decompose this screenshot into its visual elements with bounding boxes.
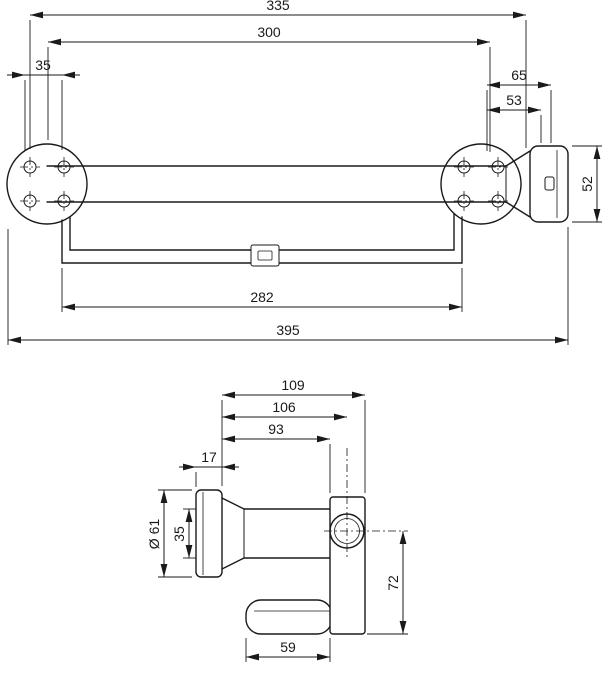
dim-53-cone-length: 53 <box>487 92 542 143</box>
left-flange-screw-holes <box>20 157 74 211</box>
towel-rail <box>61 213 463 267</box>
dim-106-label: 106 <box>272 399 296 415</box>
dim-106-depth-bar-center: 106 <box>222 399 347 421</box>
dim-282-label: 282 <box>250 289 274 305</box>
dim-35-side-label: 35 <box>171 526 187 542</box>
right-flange-screw-holes <box>454 157 508 211</box>
dim-35-flange-offset: 35 <box>7 57 80 150</box>
dim-61-label: Ø 61 <box>146 519 162 550</box>
dim-61-plate-diameter: Ø 61 <box>146 489 192 578</box>
dim-395-overall-width: 395 <box>7 227 569 345</box>
dim-300-label: 300 <box>257 24 281 40</box>
wall-plate-side <box>195 489 223 578</box>
dim-109-label: 109 <box>281 377 305 393</box>
front-view: 335 300 35 65 53 <box>6 0 602 345</box>
dim-17-label: 17 <box>201 449 217 465</box>
wall-plate <box>529 145 569 223</box>
support-arm <box>243 508 331 559</box>
cone-adapter-side <box>221 497 245 570</box>
dim-395-label: 395 <box>276 322 300 338</box>
dim-65-label: 65 <box>511 67 527 83</box>
cone-adapter <box>505 150 531 218</box>
dim-109-depth-outer: 109 <box>222 377 366 493</box>
dim-300-hole-spacing: 300 <box>47 24 491 152</box>
dim-335-label: 335 <box>266 0 290 13</box>
dim-93-depth-inner: 93 <box>222 421 331 493</box>
dim-282-rail-width: 282 <box>61 268 463 312</box>
dim-59-label: 59 <box>280 639 296 655</box>
dim-35-arm-height: 35 <box>171 508 196 559</box>
dim-52-plate-height: 52 <box>572 145 602 223</box>
grab-bar <box>46 165 507 203</box>
dim-72-drop-height: 72 <box>367 531 408 635</box>
side-view: 109 106 93 17 Ø 61 <box>146 377 408 662</box>
dim-35-label: 35 <box>35 57 51 73</box>
right-flange <box>440 143 522 225</box>
dim-65-wall-offset: 65 <box>486 67 552 151</box>
dim-53-label: 53 <box>506 92 522 108</box>
dim-59-rail-depth: 59 <box>245 638 331 662</box>
dim-72-label: 72 <box>385 575 401 591</box>
dim-93-label: 93 <box>268 421 284 437</box>
logo-plaque <box>250 244 280 267</box>
left-flange <box>6 143 88 225</box>
towel-rail-side <box>245 599 333 635</box>
dim-17-plate-thickness: 17 <box>179 449 239 487</box>
dim-335-mounting-width: 335 <box>29 0 527 149</box>
dim-52-label: 52 <box>579 176 595 192</box>
